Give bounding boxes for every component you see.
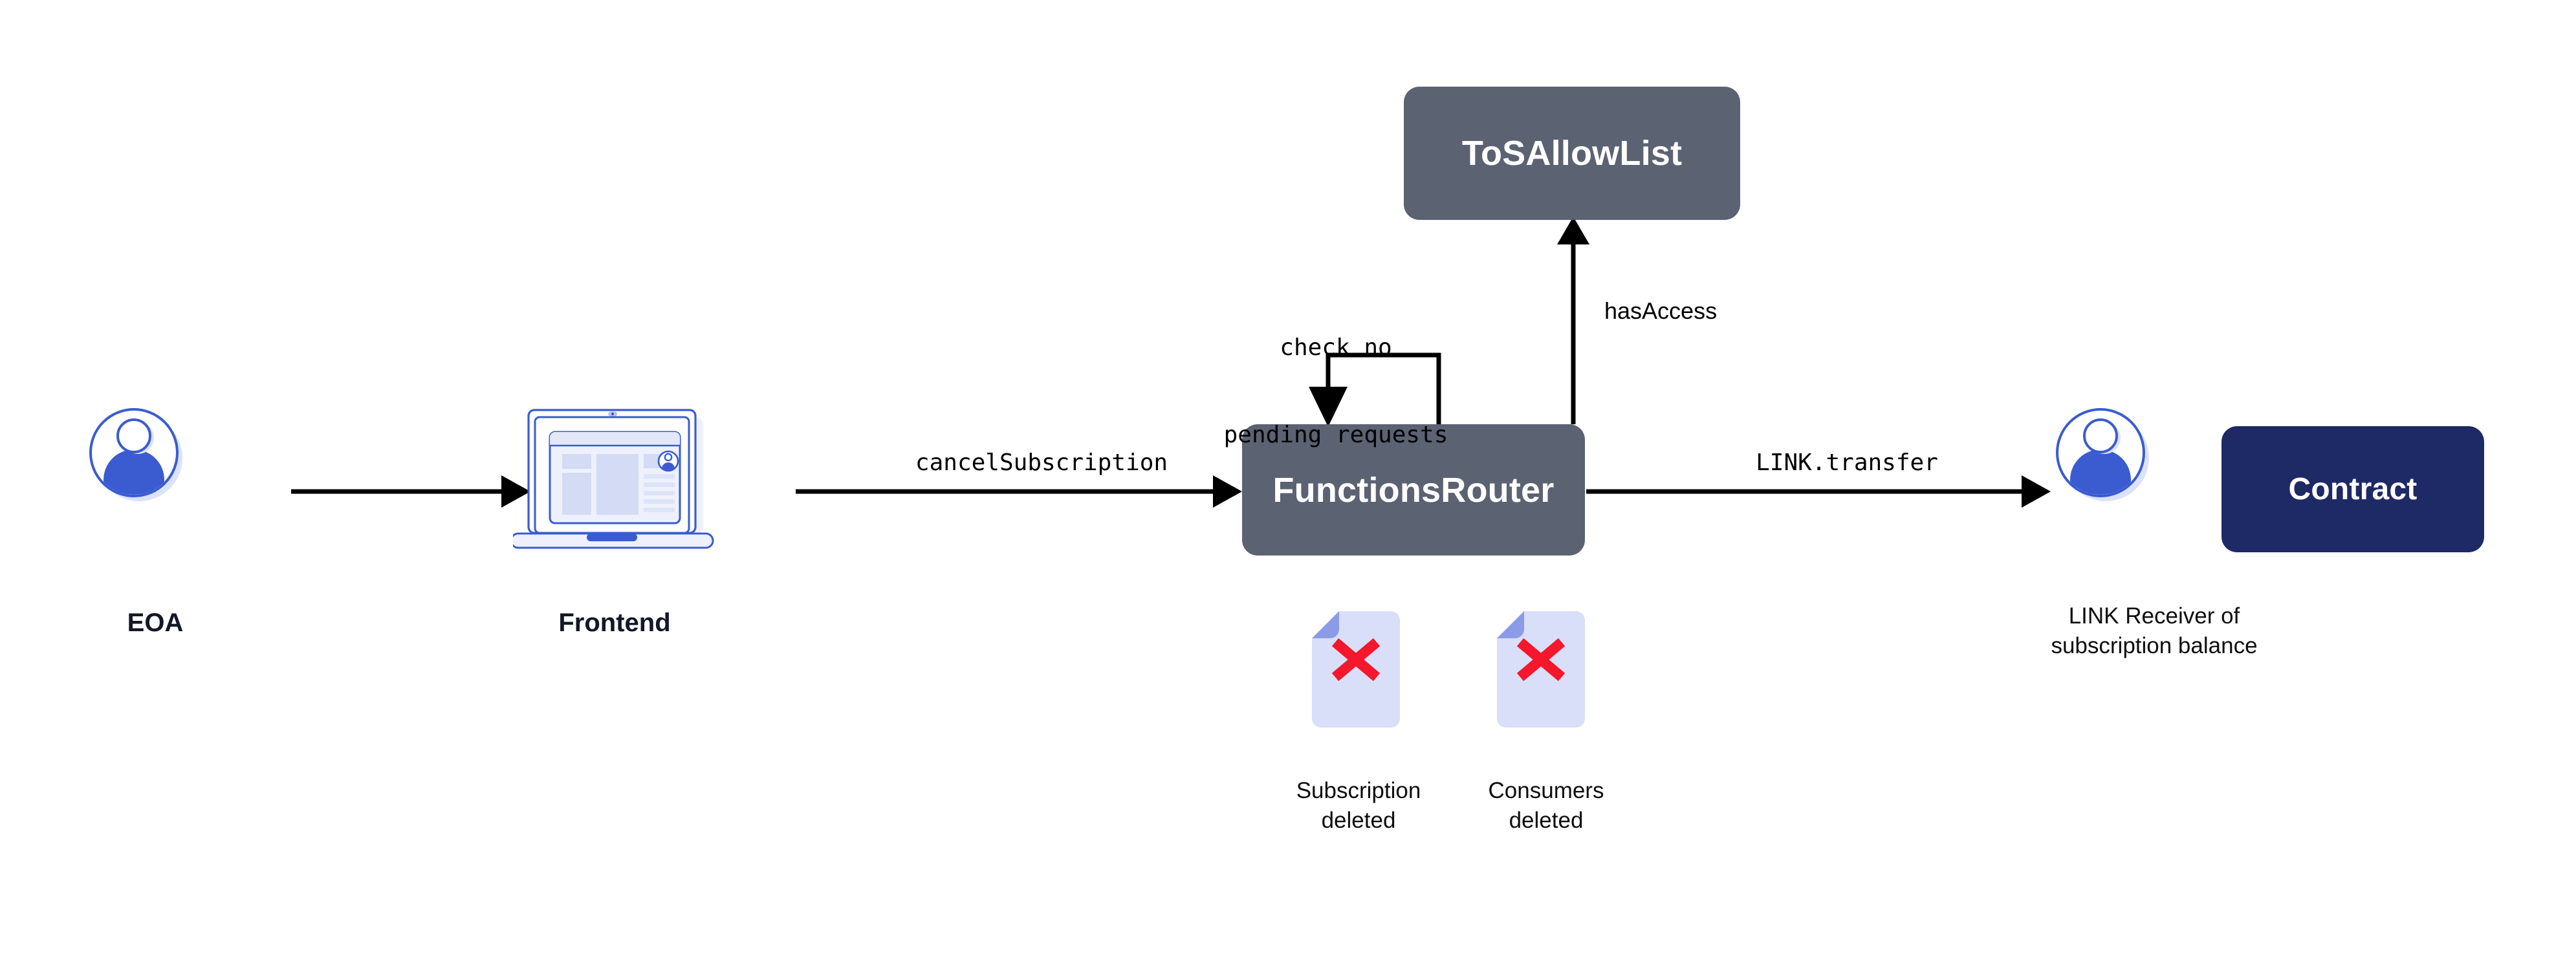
edge-eoa-to-frontend [291, 475, 530, 508]
subscription-deleted-line-2: deleted [1321, 808, 1396, 834]
avatar [89, 408, 182, 501]
check-line-1: check no [1280, 334, 1392, 361]
subscription-deleted-line-1: Subscription [1296, 778, 1421, 803]
edge-frontend-to-router [796, 475, 1242, 508]
node-functions-router[interactable]: FunctionsRouter [1242, 424, 1585, 556]
node-label-link-receiver: LINK Receiver of subscription balance [1986, 601, 2322, 661]
check-line-2: pending requests [1223, 422, 1448, 448]
laptop-icon [513, 409, 714, 549]
edge-label-link-transfer: LINK.transfer [1756, 449, 1938, 476]
edge-label-has-access: hasAccess [1604, 297, 1718, 324]
link-receiver-line-2: subscription balance [2051, 633, 2258, 659]
node-label-eoa: EOA [127, 609, 184, 637]
edge-label-check-no-pending-requests: check no pending requests [1200, 275, 1472, 508]
consumers-deleted-line-1: Consumers [1488, 778, 1604, 803]
artifact-label-consumers-deleted: Consumers deleted [1452, 776, 1640, 836]
node-tos-allowlist[interactable]: ToSAllowList [1404, 87, 1740, 220]
consumers-deleted-line-2: deleted [1509, 808, 1584, 834]
node-contract[interactable]: Contract [2221, 426, 2484, 552]
file-with-red-x-icon [1312, 611, 1400, 728]
file-with-red-x-icon [1497, 611, 1585, 728]
avatar [2056, 408, 2149, 501]
edge-label-cancel-subscription: cancelSubscription [915, 449, 1168, 476]
node-label-frontend: Frontend [558, 609, 671, 637]
edge-router-to-receiver [1586, 475, 2051, 508]
link-receiver-line-1: LINK Receiver of [2068, 603, 2240, 629]
edge-router-to-tos [1557, 217, 1589, 424]
artifact-label-subscription-deleted: Subscription deleted [1265, 776, 1452, 836]
